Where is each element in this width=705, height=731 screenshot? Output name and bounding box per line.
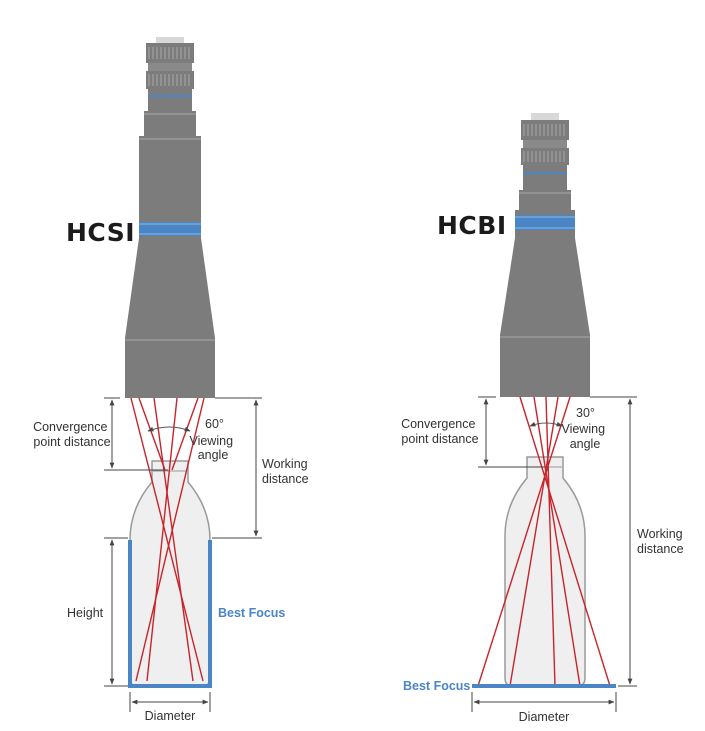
hcsi-focus-ring-bottom bbox=[146, 71, 194, 89]
hcbi-lens-neck bbox=[523, 165, 567, 190]
hcsi-focus-ring-top bbox=[146, 43, 194, 63]
hcbi-diameter-label: Diameter bbox=[519, 710, 570, 724]
hcsi-bottle bbox=[129, 460, 211, 687]
hcbi-angle-arc bbox=[529, 421, 563, 427]
hcsi-working-distance-dimension bbox=[212, 397, 262, 539]
hcsi-diameter-label: Diameter bbox=[145, 709, 196, 723]
hcsi-lens-collar bbox=[148, 63, 192, 71]
hcbi-convergence-label: Convergence point distance bbox=[401, 417, 479, 446]
hcbi-rays bbox=[477, 396, 611, 687]
hcsi-lens-cone bbox=[125, 238, 215, 338]
hcsi-lens-cap bbox=[156, 37, 184, 43]
hcsi-convergence-dimension bbox=[104, 397, 168, 471]
hcbi-lens-step bbox=[519, 190, 571, 210]
hcsi-height-dimension bbox=[104, 537, 128, 687]
hcbi-angle-label: Viewing angle bbox=[561, 422, 608, 451]
hcsi-angle-value: 60° bbox=[205, 417, 224, 431]
hcbi-diameter-dimension bbox=[471, 692, 617, 712]
hcbi-working-distance-dimension bbox=[590, 396, 637, 687]
hcsi-angle-arc bbox=[147, 426, 191, 432]
hcsi-convergence-label: Convergence point distance bbox=[33, 420, 111, 449]
hcsi-best-focus-label: Best Focus bbox=[218, 606, 285, 620]
hcsi-lens-neck bbox=[148, 89, 192, 111]
hcbi-title: HCBI bbox=[437, 211, 507, 240]
hcbi-lens-cap bbox=[531, 113, 559, 120]
hcbi-blue-band bbox=[515, 215, 575, 230]
hcsi-lens-barrel bbox=[139, 136, 201, 238]
hcbi-lens-front bbox=[500, 335, 590, 397]
hcbi-focus-ring-top bbox=[521, 120, 569, 140]
hcbi-knurl-top bbox=[523, 124, 565, 136]
hcsi-working-label: Working distance bbox=[262, 457, 311, 486]
hcsi-diameter-dimension bbox=[129, 692, 211, 712]
hcsi-title: HCSI bbox=[66, 218, 135, 247]
hcsi-lens-step bbox=[144, 111, 196, 136]
hcsi-height-label: Height bbox=[67, 606, 104, 620]
hcsi-blue-band bbox=[139, 222, 201, 236]
hcsi-knurl-bottom bbox=[148, 74, 190, 86]
hcbi-lens-collar bbox=[523, 140, 567, 148]
hcsi-best-focus-line bbox=[128, 540, 212, 688]
hcsi-rays bbox=[130, 397, 205, 682]
hcbi-knurl-bottom bbox=[523, 151, 565, 162]
hcbi-convergence-dimension bbox=[478, 396, 545, 468]
hcbi-lens bbox=[500, 113, 590, 397]
hcsi-knurl-top bbox=[148, 47, 190, 59]
hcsi-lens bbox=[125, 37, 215, 398]
hcsi-lens-front bbox=[125, 338, 215, 398]
hcbi-focus-ring-bottom bbox=[521, 148, 569, 165]
hcbi-angle-value: 30° bbox=[576, 406, 595, 420]
hcbi-bottle bbox=[504, 456, 586, 687]
hcsi-angle-label: Viewing angle bbox=[189, 434, 236, 462]
hcbi-lens-cone bbox=[500, 238, 590, 335]
hcbi-working-label: Working distance bbox=[637, 527, 686, 556]
hcbi-best-focus-label: Best Focus bbox=[403, 679, 470, 693]
